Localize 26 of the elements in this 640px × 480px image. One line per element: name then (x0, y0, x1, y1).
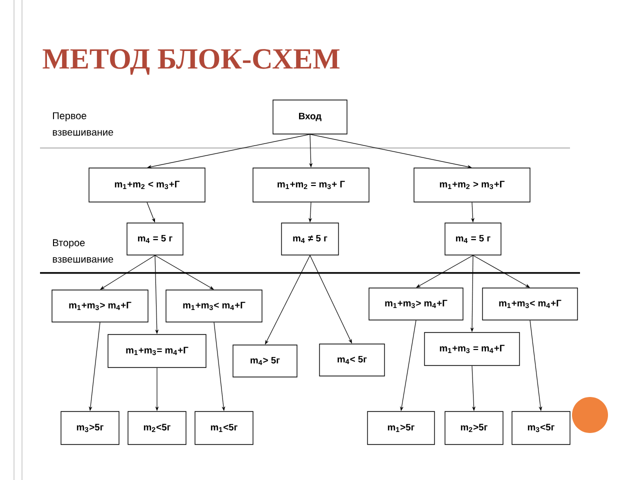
process-box: m$_{4}$ = 5 г (126, 222, 184, 256)
arrow (472, 255, 530, 288)
process-box: m$_{2}$>5г (444, 411, 504, 445)
process-box: m$_{1}$+m$_{3}$> m$_{4}$+Г (368, 288, 464, 320)
process-box: m$_{4}$< 5г (319, 344, 385, 376)
process-box: m$_{1}$+m$_{3}$< m$_{4}$+Г (166, 290, 262, 322)
process-box: m$_{1}$+m$_{2}$ = m$_{3}$+ Г (252, 168, 370, 202)
process-box: m$_{3}$>5г (60, 411, 120, 445)
section-label: Второе взвешивание (52, 239, 114, 263)
process-box: m$_{1}$+m$_{2}$ > m$_{3}$+Г (414, 168, 530, 202)
process-box: m$_{1}$+m$_{3}$> m$_{4}$+Г (52, 290, 148, 322)
process-box: m$_{1}$+m$_{3}$= m$_{4}$+Г (108, 334, 206, 368)
title: МЕТОД БЛОК-СХЕМ (42, 49, 340, 75)
arrow (416, 255, 474, 288)
process-box: m$_{1}$>5г (367, 411, 435, 445)
process-box: m$_{1}$<5г (194, 411, 254, 445)
process-box: Вход (272, 100, 348, 134)
process-box: m$_{1}$+m$_{2}$ < m$_{3}$+Г (88, 168, 206, 202)
process-box: m$_{4}$ = 5 г (444, 222, 502, 256)
process-box: m$_{3}$<5г (512, 411, 570, 445)
process-box: m$_{1}$+m$_{3}$ = m$_{4}$+Г (424, 332, 520, 366)
process-box: m$_{2}$<5г (128, 411, 186, 445)
process-box: m$_{1}$+m$_{3}$< m$_{4}$+Г (482, 288, 578, 320)
process-box: m$_{4}$> 5г (232, 344, 298, 378)
process-box: m$_{4}$ ≠ 5 г (281, 222, 339, 256)
section-label: Первое взвешивание (52, 112, 114, 136)
